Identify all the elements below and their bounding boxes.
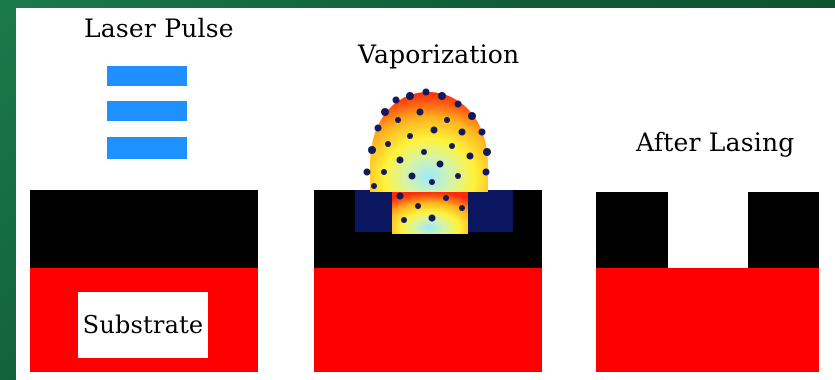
plume-base: [392, 192, 468, 234]
film-remnant-right: [748, 192, 819, 268]
substrate-layer-3: [596, 268, 819, 372]
film-remnant-left: [596, 192, 668, 268]
after-lasing-label: After Lasing: [636, 128, 794, 157]
